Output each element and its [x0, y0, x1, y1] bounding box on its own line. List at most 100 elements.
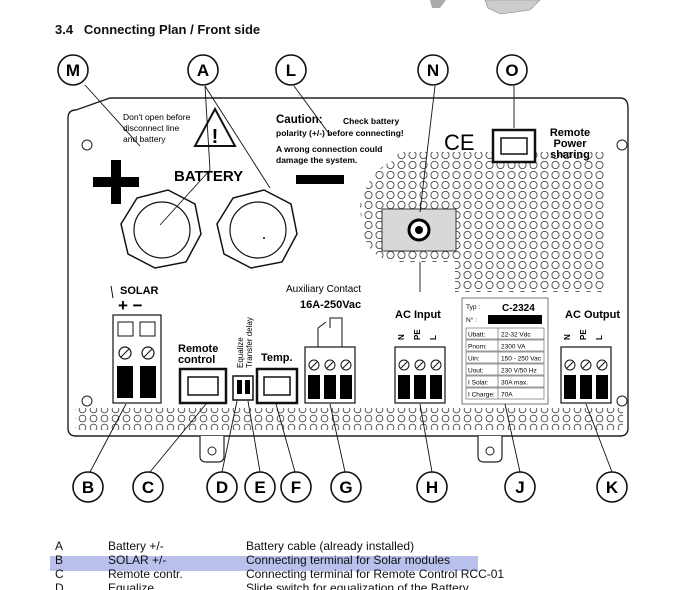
ac-in-pe: PE	[413, 329, 422, 340]
panel-tab-right	[477, 436, 503, 463]
aux-contact-label: Auxiliary Contact	[286, 284, 361, 295]
callout-h: H	[416, 471, 448, 503]
ac-out-l: L	[595, 335, 604, 340]
spec-key: I Charge:	[468, 392, 495, 399]
solar-terminal	[112, 314, 162, 404]
callout-d: D	[206, 471, 238, 503]
callout-f: F	[280, 471, 312, 503]
callout-letter: M	[66, 61, 80, 80]
legend-key: C	[55, 567, 64, 581]
legend-key: A	[55, 539, 64, 553]
type-value: C-2324	[502, 303, 535, 314]
callout-letter: E	[254, 478, 265, 497]
ac-out-pe: PE	[579, 329, 588, 340]
svg-text:!: !	[212, 126, 219, 148]
legend-key: D	[55, 581, 64, 590]
legend-name: SOLAR +/-	[108, 553, 167, 567]
caution-line-4: damage the system.	[276, 155, 357, 165]
legend-name: Battery +/-	[108, 539, 164, 553]
equalize-label: Equalize	[236, 337, 245, 368]
battery-gland-positive	[120, 189, 202, 269]
temp-label: Temp.	[261, 352, 293, 364]
callout-b: B	[72, 471, 104, 503]
callout-a: A	[187, 54, 219, 86]
legend-highlight	[50, 556, 478, 571]
legend-desc: Slide switch for equalization of the Bat…	[246, 581, 469, 590]
panel-tab-left	[199, 436, 225, 463]
caution-line-1: Check battery	[343, 116, 399, 126]
remote-power-label-3: sharing	[550, 149, 590, 161]
legend-desc: Connecting terminal for Remote Control R…	[246, 567, 505, 581]
solar-plus-minus: + −	[118, 296, 143, 315]
spec-key: I Solar:	[468, 380, 489, 387]
leader-lines	[84, 84, 613, 473]
callout-l: L	[275, 54, 307, 86]
legend-key: B	[55, 553, 64, 567]
ac-output-terminal	[560, 346, 612, 404]
callout-letter: A	[197, 61, 209, 80]
callout-letter: K	[606, 478, 619, 497]
callout-letter: J	[515, 478, 524, 497]
spec-key: Ubatt:	[468, 332, 486, 339]
section-heading: 3.4 Connecting Plan / Front side	[55, 22, 260, 37]
spec-key: Uout:	[468, 368, 484, 375]
battery-label: BATTERY	[174, 168, 243, 185]
ac-in-l: L	[429, 335, 438, 340]
callout-j: J	[504, 471, 536, 503]
ac-output-label: AC Output	[565, 309, 620, 321]
ce-mark: CE	[444, 130, 475, 155]
spec-key: Pnom:	[468, 344, 487, 351]
mount-hole	[81, 139, 93, 151]
ac-out-n: N	[563, 334, 572, 340]
callout-m: M	[57, 54, 89, 86]
battery-plus-sign	[93, 160, 139, 204]
callout-letter: G	[339, 478, 352, 497]
spec-value: 150 - 250 Vac	[501, 356, 542, 363]
legend-name: Equalize	[108, 581, 155, 590]
serial-label: N° :	[466, 316, 477, 324]
aux-terminal	[304, 346, 356, 404]
callout-letter: F	[291, 478, 301, 497]
spec-value: 22-32 Vdc	[501, 332, 531, 339]
callout-letter: C	[142, 478, 154, 497]
type-plate: Typ : C-2324 N° : Ubatt:22-32 VdcPnom:23…	[461, 297, 549, 405]
warning-triangle-icon: !	[193, 106, 237, 148]
vent-row-bottom	[75, 408, 623, 430]
solar-label: SOLAR	[120, 285, 159, 297]
battery-minus-sign	[296, 175, 344, 184]
legend-table: A Battery +/- Battery cable (already insta…	[0, 537, 679, 590]
caution-line-2: polarity (+/-) before connecting!	[276, 128, 404, 138]
callout-c: C	[132, 471, 164, 503]
spec-value: 230 V/50 Hz	[501, 368, 537, 375]
spec-key: Uin:	[468, 356, 480, 363]
remote-power-port	[491, 128, 537, 164]
transfer-delay-label: Transfer delay	[245, 317, 254, 368]
warning-text-3: and battery	[123, 134, 166, 144]
temp-port	[255, 367, 299, 405]
callout-letter: B	[82, 478, 94, 497]
connecting-plan-diagram: Don't open before disconnect line and ba…	[57, 0, 629, 503]
callout-e: E	[244, 471, 276, 503]
legend-desc: Connecting terminal for Solar modules	[246, 553, 451, 567]
remote-control-port	[178, 367, 228, 405]
legend-desc: Battery cable (already installed)	[246, 539, 415, 553]
caution-heading: Caution:	[276, 114, 323, 126]
mount-hole	[616, 139, 628, 151]
spec-value: 70A	[501, 392, 513, 399]
aux-rating-label: 16A-250Vac	[300, 299, 361, 311]
aux-relay-symbol	[317, 317, 343, 347]
remote-power-label-2: Power	[553, 138, 587, 150]
warning-text-2: disconnect line	[123, 123, 180, 133]
remote-control-label-1: Remote	[178, 343, 218, 355]
ac-in-n: N	[397, 334, 406, 340]
section-title: Connecting Plan / Front side	[83, 22, 261, 37]
remote-control-label-2: control	[178, 354, 215, 366]
ac-input-label: AC Input	[395, 309, 441, 321]
vent-grid	[360, 152, 605, 292]
callout-letter: H	[426, 478, 438, 497]
callout-letter: D	[216, 478, 228, 497]
section-number: 3.4	[55, 22, 74, 37]
callout-letter: N	[427, 61, 439, 80]
spec-value: 2300 VA	[501, 344, 526, 351]
battery-gland-negative	[216, 189, 298, 269]
